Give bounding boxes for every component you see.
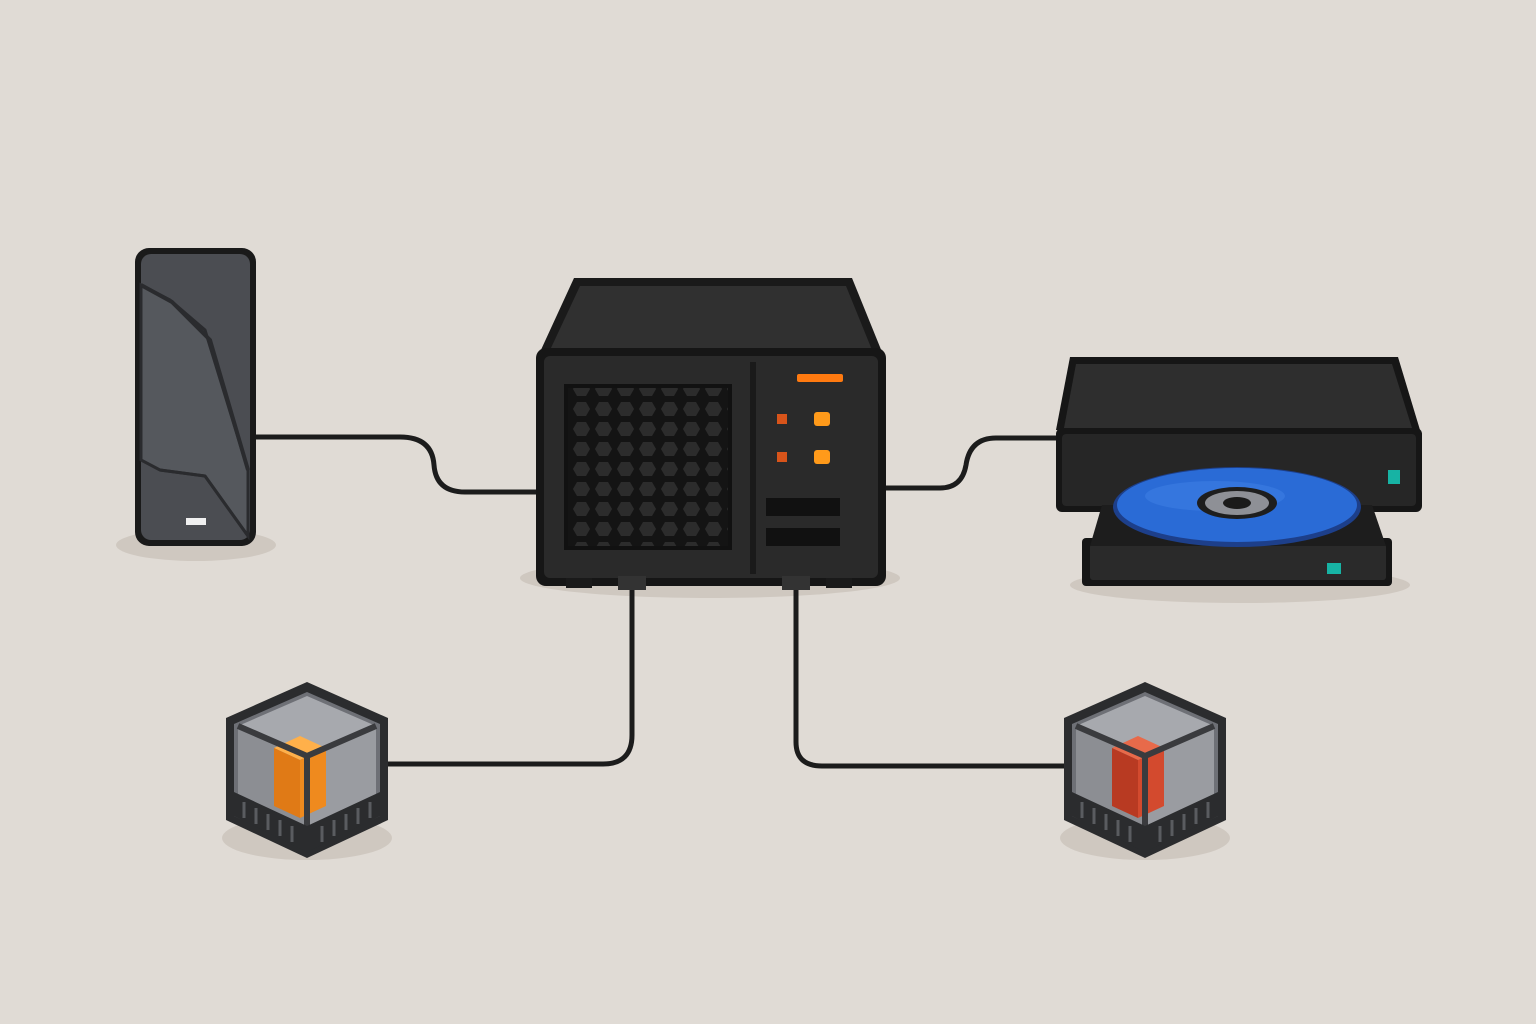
hub-port-right — [782, 576, 810, 590]
hub-led-2 — [814, 412, 830, 426]
external-drive[interactable] — [135, 248, 256, 546]
hub-led-1 — [777, 414, 787, 424]
hub-slot-2 — [766, 528, 840, 546]
cable-hub-to-player — [881, 435, 1061, 491]
cables — [253, 434, 1069, 769]
cable-hub-to-cube-orange — [385, 585, 635, 767]
cable-drive-to-hub — [253, 434, 541, 495]
cube-red[interactable] — [1064, 682, 1226, 858]
drive-status-led — [186, 518, 206, 525]
hub-port-left — [618, 576, 646, 590]
disc-icon — [1113, 467, 1361, 547]
hub-vent-grille — [564, 384, 732, 550]
hub-slot-1 — [766, 498, 840, 516]
hub-indicator-bar — [797, 374, 843, 382]
tray-led — [1327, 563, 1341, 574]
central-hub[interactable] — [536, 278, 886, 590]
hub-led-4 — [814, 450, 830, 464]
hub-led-3 — [777, 452, 787, 462]
cube-orange[interactable] — [226, 682, 388, 858]
disc-player[interactable] — [1056, 357, 1422, 586]
cable-hub-to-cube-red — [793, 585, 1069, 769]
player-led — [1388, 470, 1400, 484]
